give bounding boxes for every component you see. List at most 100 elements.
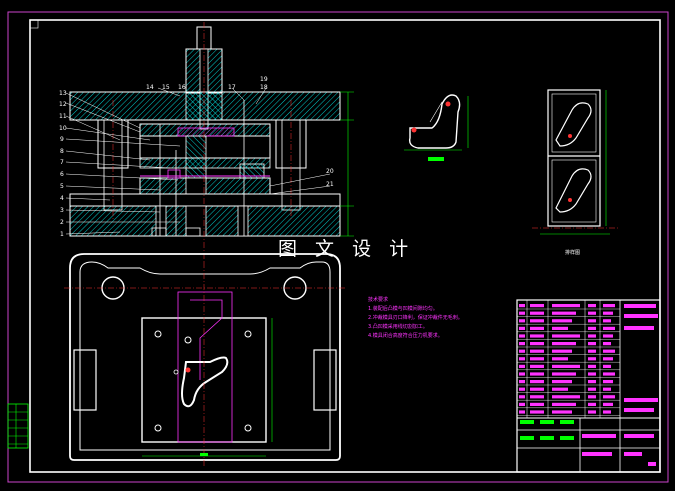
parts-list-cell — [530, 357, 544, 361]
parts-list-cell — [519, 372, 525, 376]
parts-list-cell — [588, 372, 596, 376]
parts-list-cell — [530, 387, 544, 391]
die-plan-view[interactable] — [64, 253, 346, 468]
parts-list-cell — [603, 311, 613, 315]
strip-layout-view[interactable] — [532, 89, 618, 235]
parts-list-cell — [519, 334, 525, 338]
parts-list-cell — [530, 410, 544, 414]
part-num-top: 16 — [178, 84, 186, 91]
strip-layout-label: 排样图 — [565, 250, 581, 256]
parts-list-cell — [519, 349, 525, 353]
parts-list-cell — [552, 372, 576, 376]
parts-list-cell — [603, 342, 611, 346]
part-num-left: 5 — [60, 183, 64, 190]
parts-list-cell — [588, 319, 596, 323]
title-block-cell — [624, 398, 658, 402]
part-num-left: 7 — [60, 159, 64, 166]
title-block-cell — [520, 436, 534, 440]
title-block-cell — [624, 314, 658, 318]
parts-list-cell — [552, 380, 572, 384]
title-block-cell — [624, 304, 656, 308]
parts-list-cell — [603, 304, 615, 308]
parts-list-cell — [530, 311, 544, 315]
parts-list-cell — [588, 402, 596, 406]
part-num-top: 18 — [260, 84, 268, 91]
parts-list-cell — [530, 364, 544, 368]
parts-list-cell — [603, 364, 611, 368]
parts-list-cell — [519, 357, 525, 361]
parts-list-cell — [552, 364, 580, 368]
title-block-cell — [624, 434, 654, 438]
parts-list-cell — [552, 311, 576, 315]
part-num-top: 15 — [162, 84, 170, 91]
title-block-cell — [560, 420, 574, 424]
side-stamp — [7, 403, 29, 449]
title-block[interactable] — [516, 299, 661, 473]
title-block-cell — [624, 408, 654, 412]
leader-lines — [65, 87, 331, 235]
parts-list-cell — [552, 402, 576, 406]
title-block-rows — [517, 304, 658, 466]
parts-list-cell — [588, 357, 596, 361]
parts-list-cell — [588, 349, 596, 353]
parts-list-cell — [530, 304, 544, 308]
parts-list-cell — [603, 319, 611, 323]
parts-list-cell — [552, 304, 580, 308]
parts-list-cell — [588, 326, 596, 330]
parts-list-cell — [588, 364, 596, 368]
parts-list-cell — [519, 387, 525, 391]
part-num-left: 12 — [59, 101, 67, 108]
part-num-top: 14 — [146, 84, 154, 91]
parts-list-cell — [552, 342, 576, 346]
parts-list-cell — [519, 364, 525, 368]
parts-list-cell — [603, 395, 615, 399]
tech-req-item: 1.装配后凸模与凹模间隙均匀。 — [368, 306, 438, 312]
parts-list-cell — [603, 357, 613, 361]
part-number-labels: 13 12 11 10 9 8 7 6 5 4 3 2 1 14 15 16 1… — [59, 76, 334, 238]
parts-list-cell — [530, 349, 544, 353]
technical-requirements: 技术要求 1.装配后凸模与凹模间隙均匀。 2.冲裁模具刃口锋利，保证冲裁件无毛刺… — [368, 296, 463, 341]
parts-list-cell — [519, 311, 525, 315]
parts-list-cell — [552, 357, 568, 361]
parts-list-cell — [530, 380, 544, 384]
parts-list-cell — [603, 349, 615, 353]
part-num-left: 4 — [60, 195, 64, 202]
title-block-cell — [520, 420, 534, 424]
tech-req-item: 3.凸凹模采用线切割加工。 — [368, 324, 428, 330]
part-num-left: 1 — [60, 231, 64, 238]
parts-list-cell — [588, 311, 596, 315]
parts-list-cell — [519, 304, 525, 308]
part-num-left: 6 — [60, 171, 64, 178]
parts-list-cell — [519, 402, 525, 406]
tech-req-item: 4.模具闭合高度符合压力机要求。 — [368, 333, 443, 339]
watermark-text: 图 文 设 计 — [278, 238, 415, 260]
parts-list-cell — [603, 372, 615, 376]
tech-req-item: 2.冲裁模具刃口锋利，保证冲裁件无毛刺。 — [368, 315, 463, 321]
part-num-right: 21 — [326, 181, 334, 188]
parts-list-cell — [588, 410, 596, 414]
parts-list-cell — [588, 342, 596, 346]
title-block-cell — [560, 436, 574, 440]
parts-list-cell — [519, 395, 525, 399]
parts-list-cell — [552, 387, 568, 391]
parts-list-cell — [552, 326, 568, 330]
workpiece-view[interactable] — [404, 94, 469, 161]
part-num-left: 2 — [60, 219, 64, 226]
title-block-cell — [624, 452, 642, 456]
part-num-top: 17 — [228, 84, 236, 91]
part-num-left: 11 — [59, 113, 67, 120]
parts-list-cell — [530, 342, 544, 346]
parts-list-cell — [552, 395, 580, 399]
parts-list-cell — [603, 410, 611, 414]
parts-list-cell — [519, 342, 525, 346]
title-block-cell — [582, 452, 612, 456]
parts-list-cell — [530, 372, 544, 376]
part-num-left: 10 — [59, 125, 67, 132]
parts-list-cell — [519, 319, 525, 323]
parts-list-cell — [552, 319, 572, 323]
title-block-cell — [540, 436, 554, 440]
parts-list-cell — [588, 380, 596, 384]
part-num-left: 3 — [60, 207, 64, 214]
parts-list-cell — [588, 395, 596, 399]
